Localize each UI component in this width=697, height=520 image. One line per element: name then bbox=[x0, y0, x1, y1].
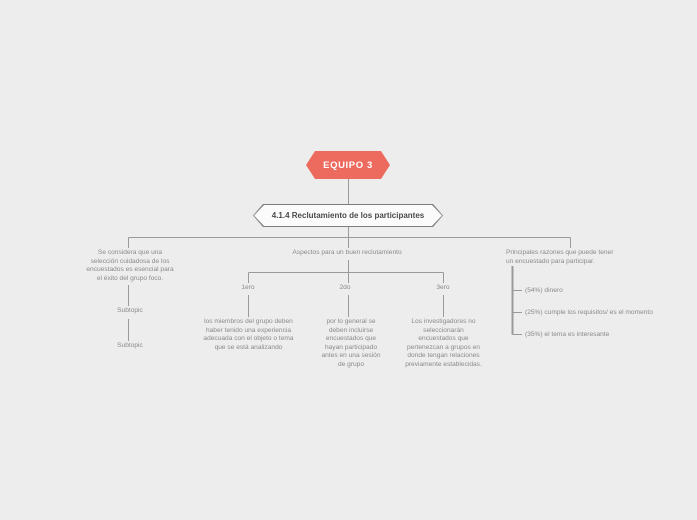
branch-middle-child-3-detail[interactable]: Los investigadores no seleccionarán encu… bbox=[405, 318, 482, 368]
branch-right-item-1[interactable]: (54%) dinero bbox=[525, 287, 563, 294]
topic-node-reclutamiento[interactable]: 4.1.4 Reclutamiento de los participantes bbox=[253, 204, 443, 227]
branch-middle-child-3-label[interactable]: 3ero bbox=[436, 284, 450, 291]
branch-left-subtopic-2[interactable]: Subtopic bbox=[117, 342, 143, 349]
branch-right-item-3[interactable]: (35%) el tema es interesante bbox=[525, 331, 610, 338]
branch-middle-child-1-label[interactable]: 1ero bbox=[241, 284, 255, 291]
branch-left-label[interactable]: Se considera que una selección cuidadosa… bbox=[86, 249, 174, 282]
root-node-label: EQUIPO 3 bbox=[323, 159, 373, 171]
branch-middle-child-2-label[interactable]: 2do bbox=[339, 284, 351, 291]
root-node-equipo-3[interactable]: EQUIPO 3 bbox=[306, 151, 390, 179]
branch-left-subtopic-1[interactable]: Subtopic bbox=[117, 307, 143, 314]
topic-node-body: 4.1.4 Reclutamiento de los participantes bbox=[254, 205, 442, 226]
branch-right-item-2[interactable]: (25%) cumple los requisitos/ es el momen… bbox=[525, 309, 653, 316]
branch-middle-label[interactable]: Aspectos para un buen reclutamiento bbox=[292, 249, 402, 256]
branch-middle-child-2-detail[interactable]: por lo general se deben incluirse encues… bbox=[321, 318, 381, 368]
branch-right-label[interactable]: Principales razones que puede tener un e… bbox=[506, 249, 614, 265]
branch-middle-child-1-detail[interactable]: los miembros del grupo deben haber tenid… bbox=[203, 318, 294, 351]
topic-node-label: 4.1.4 Reclutamiento de los participantes bbox=[271, 211, 425, 220]
